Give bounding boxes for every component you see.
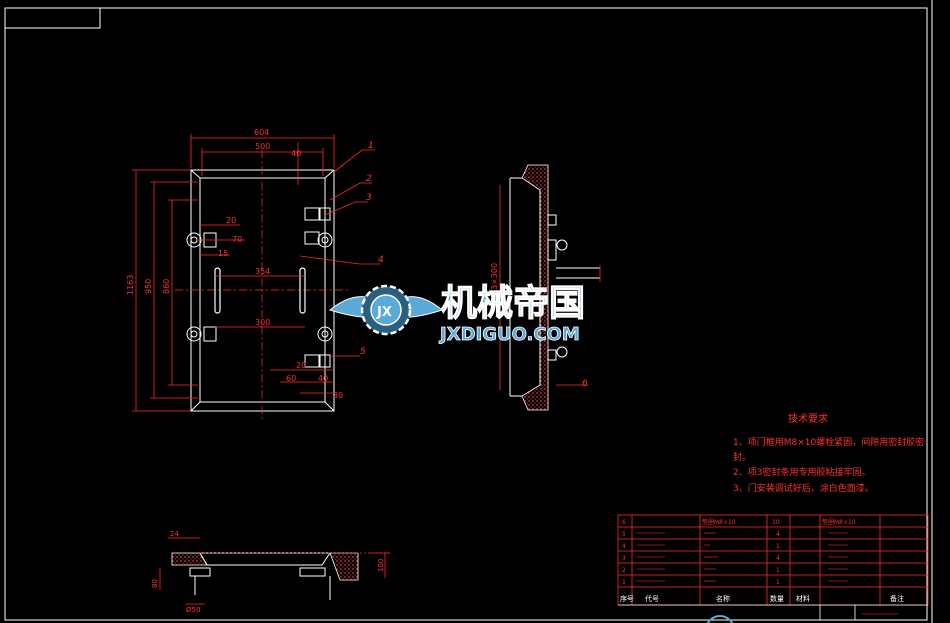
dim-lower-b: 60 <box>286 374 296 383</box>
tech-line-3: 2、项3密封条用专用胶粘接牢固。 <box>733 466 870 478</box>
callout-4: 4 <box>378 255 384 265</box>
dim-overall-height: 1163 <box>126 275 135 295</box>
bom-header-code: 代号 <box>645 594 659 603</box>
bom-header-no: 序号 <box>620 594 634 603</box>
bom-row-no: 1 <box>622 579 626 586</box>
callout-5: 5 <box>360 347 366 357</box>
callout-3: 3 <box>366 193 372 203</box>
corner-mark <box>706 615 734 623</box>
bom-row-qty: 1 <box>776 567 780 574</box>
watermark-cn: 机械帝国 <box>441 283 585 324</box>
dim-top-small: 40 <box>291 149 301 158</box>
tech-title: 技术要求 <box>788 412 828 425</box>
dim-bottom-width-2: Ø50 <box>186 606 200 614</box>
dim-lower-d: 30 <box>333 391 343 400</box>
front-view: 604 500 40 1163 950 860 20 70 15 354 300… <box>126 128 384 420</box>
bom-row-qty: 4 <box>776 555 780 562</box>
bom-row-no: 3 <box>622 555 626 562</box>
technical-requirements: 技术要求 1、项门框用M8×10螺栓紧固，间隙用密封胶密 封。 2、项3密封条用… <box>733 412 924 494</box>
watermark-logo: JX 机械帝国 JXDIGUO.COM <box>328 282 586 345</box>
dim-lower-a: 20 <box>296 361 306 370</box>
tech-line-4: 3、门安装调试好后，涂白色面漆。 <box>733 482 874 494</box>
bom-table: 6 垫圈M8×10 10 垫圈M8×10 5 4 4 1 3 4 2 1 1 1… <box>617 514 929 620</box>
bom-row-qty: 10 <box>772 519 780 526</box>
dim-lower-c: 40 <box>318 374 328 383</box>
bom-row-no: 4 <box>622 543 626 550</box>
dim-left-h1: 20 <box>226 216 236 225</box>
bom-row-qty: 4 <box>776 531 780 538</box>
dim-bottom-width: 300 <box>255 318 270 327</box>
gear-icon: JX <box>328 284 444 336</box>
bom-row-qty: 1 <box>776 579 780 586</box>
bom-header-material: 材料 <box>796 594 810 603</box>
bom-row-no: 5 <box>622 531 626 538</box>
dim-top-outer: 604 <box>254 128 269 137</box>
callout-1: 1 <box>368 141 374 151</box>
dim-top-inner: 500 <box>255 142 270 151</box>
dim-height-mid: 950 <box>144 279 153 294</box>
door-handle <box>214 267 306 314</box>
dim-side-height: 3×300 <box>490 263 499 290</box>
hinge <box>186 207 333 368</box>
dim-bottom-height-2: 100 <box>377 559 385 572</box>
callout-2: 2 <box>366 174 372 184</box>
callout-6: 6 <box>582 379 588 389</box>
bom-row-name-b: 垫圈M8×10 <box>822 518 856 526</box>
bom-row-no: 2 <box>622 567 626 574</box>
dim-height-inner: 860 <box>162 279 171 294</box>
dim-bottom-left: 24 <box>170 530 179 538</box>
dim-left-h3: 15 <box>218 249 228 258</box>
watermark-en: JXDIGUO.COM <box>438 324 580 345</box>
svg-text:JX: JX <box>376 305 392 320</box>
bottom-view: 24 80 100 Ø50 <box>151 530 390 614</box>
dim-bottom-height: 80 <box>151 579 159 588</box>
dim-left-h2: 70 <box>232 235 242 244</box>
bom-header-qty: 数量 <box>770 594 784 603</box>
bom-row-no: 6 <box>622 519 626 526</box>
bom-header-name: 名称 <box>716 594 730 603</box>
tech-line-1: 1、项门框用M8×10螺栓紧固，间隙用密封胶密 <box>733 436 924 448</box>
bom-row-name: 垫圈M8×10 <box>702 518 736 526</box>
dim-center-width: 354 <box>255 267 270 276</box>
tech-line-2: 封。 <box>733 451 751 463</box>
drawing-border <box>4 0 933 623</box>
bom-row-qty: 1 <box>776 543 780 550</box>
side-view: 3×300 6 <box>490 164 601 411</box>
bom-header-remark: 备注 <box>890 594 904 603</box>
